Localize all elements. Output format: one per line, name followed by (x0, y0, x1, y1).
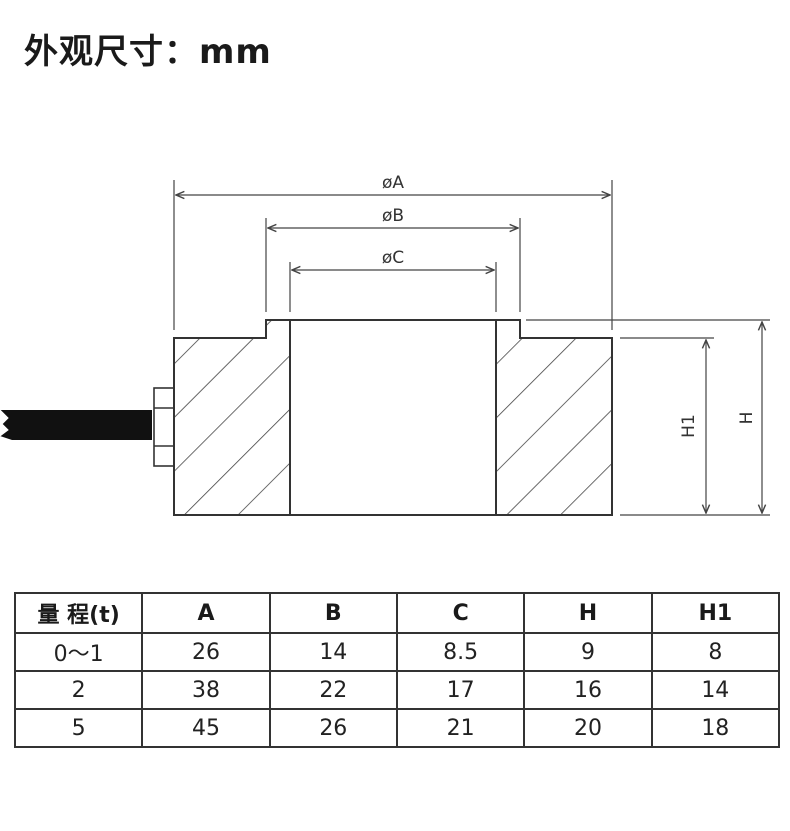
label-h: H (737, 412, 757, 425)
col-b: B (268, 592, 398, 634)
cell-h1: 8 (650, 632, 781, 672)
cell-h: 16 (523, 670, 653, 710)
cell-h: 20 (523, 708, 653, 748)
cell-a: 45 (141, 708, 271, 748)
label-h1: H1 (679, 414, 699, 438)
page-title: 外观尺寸：mm (24, 32, 272, 72)
label-dia-b: øB (382, 206, 404, 226)
cell-h1: 14 (650, 670, 781, 710)
cell-h: 9 (523, 632, 653, 672)
cell-c: 21 (395, 708, 526, 748)
sensor-body (173, 319, 613, 516)
col-h: H (523, 592, 653, 634)
extension-lines (173, 180, 770, 516)
cell-a: 38 (141, 670, 271, 710)
col-range: 量 程(t) (13, 592, 144, 634)
cell-c: 8.5 (395, 632, 526, 672)
table-row: 5 45 26 21 20 18 (13, 708, 781, 748)
cable-gland (153, 387, 175, 467)
col-a: A (141, 592, 271, 634)
col-c: C (395, 592, 526, 634)
cell-range: 0～1 (13, 632, 144, 672)
spec-table: 量 程(t) A B C H H1 0～1 26 14 8.5 9 8 2 38… (13, 592, 781, 748)
cable (0, 409, 152, 440)
label-dia-c: øC (382, 248, 404, 268)
cell-b: 22 (268, 670, 398, 710)
cell-c: 17 (395, 670, 526, 710)
dimension-drawing: øA øB øC H H1 (0, 173, 770, 516)
table-row: 0～1 26 14 8.5 9 8 (13, 632, 781, 672)
cell-b: 26 (268, 708, 398, 748)
dimension-lines (176, 195, 762, 513)
col-h1: H1 (650, 592, 781, 634)
table-row: 2 38 22 17 16 14 (13, 670, 781, 710)
cell-b: 14 (268, 632, 398, 672)
cell-range: 2 (13, 670, 144, 710)
label-dia-a: øA (382, 173, 404, 193)
cell-a: 26 (141, 632, 271, 672)
table-header-row: 量 程(t) A B C H H1 (13, 592, 781, 634)
cell-range: 5 (13, 708, 144, 748)
cell-h1: 18 (650, 708, 781, 748)
